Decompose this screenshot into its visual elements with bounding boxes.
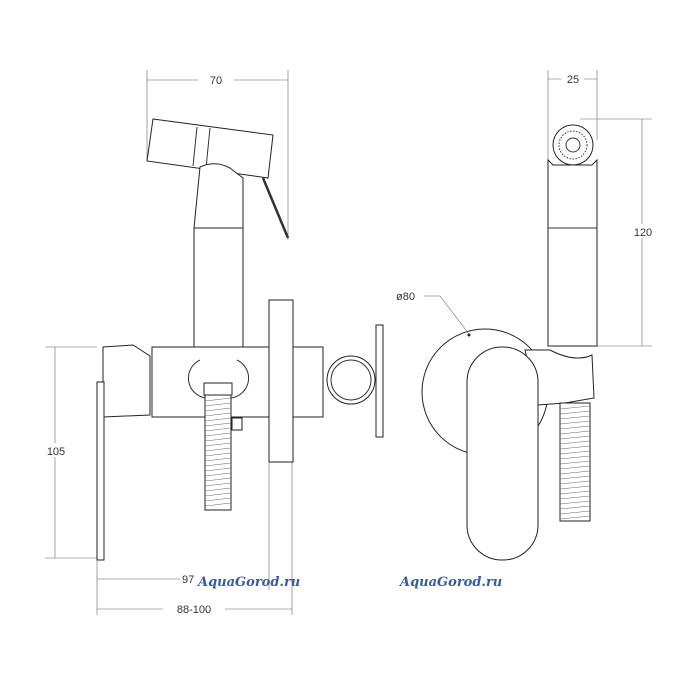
trigger-lever <box>261 177 290 239</box>
holder-front <box>524 349 595 406</box>
dim-97: 97 <box>182 574 194 586</box>
hose-ridge <box>204 402 232 407</box>
mixer-lever-front <box>466 346 539 561</box>
dim-120: 120 <box>634 227 652 239</box>
handle-neck <box>193 163 244 229</box>
dim-diameter-80: ø80 <box>396 291 415 303</box>
hose-ridge <box>204 447 232 452</box>
front-view <box>421 70 652 561</box>
hose-ridge <box>204 427 232 432</box>
watermark: AquaGorod.ru <box>196 575 300 590</box>
hose-ridge <box>204 497 232 502</box>
hose-ridge <box>559 470 591 475</box>
hose-ridge <box>559 500 591 505</box>
spray-head <box>146 118 274 179</box>
hose-ridge <box>204 462 232 467</box>
connection-ring <box>326 355 376 405</box>
hose-ridge <box>204 422 232 427</box>
hose-ridge <box>559 425 591 430</box>
hose-ridge <box>559 415 591 420</box>
hose-ridge <box>204 457 232 462</box>
hose-ridge <box>559 510 591 515</box>
hose-ridge <box>559 430 591 435</box>
side-view <box>45 70 384 615</box>
hose-ridge <box>559 465 591 470</box>
hose-ridge <box>559 485 591 490</box>
hose-ridge <box>559 495 591 500</box>
hose-ridge <box>559 490 591 495</box>
mixer-lever <box>102 344 151 418</box>
back-plate <box>375 324 384 438</box>
dim-70: 70 <box>210 75 222 87</box>
hose-ridge <box>204 472 232 477</box>
hose-ridge <box>559 505 591 510</box>
front-dimensions: 25 120 ø80 <box>396 71 656 346</box>
hose-ridge <box>204 432 232 437</box>
hose-ridge <box>559 440 591 445</box>
hose-ridge <box>204 502 232 507</box>
hose-ridge <box>204 467 232 472</box>
hose-ridge <box>204 442 232 447</box>
hose-ridge <box>559 480 591 485</box>
hose-ridge <box>204 412 232 417</box>
dim-25: 25 <box>567 74 579 86</box>
holder <box>187 359 207 399</box>
hose-ridge <box>559 445 591 450</box>
hose-ridge <box>559 450 591 455</box>
side-dimensions: 70 105 97 88-100 <box>45 72 292 616</box>
hose-ridge <box>204 452 232 457</box>
hose-ridge <box>204 407 232 412</box>
dim-105: 105 <box>47 446 65 458</box>
watermark: AquaGorod.ru <box>398 575 502 590</box>
hose-ridge <box>204 487 232 492</box>
hose-ridge <box>559 475 591 480</box>
hose-front <box>559 402 591 522</box>
wall-flange <box>268 299 294 463</box>
dim-88-100: 88-100 <box>177 604 211 616</box>
handle-tube <box>193 227 244 351</box>
lever-plate <box>96 381 105 561</box>
hose <box>204 394 232 511</box>
hose-ridge <box>559 435 591 440</box>
mixer-body <box>151 346 324 418</box>
hose-ridge <box>559 420 591 425</box>
hose-ridge <box>559 410 591 415</box>
hose-ridge <box>559 515 591 520</box>
hose-ridge <box>204 477 232 482</box>
hose-ridge <box>204 417 232 422</box>
handle-tube-front <box>547 158 598 347</box>
hose-ridge <box>204 482 232 487</box>
hose-ridge <box>559 455 591 460</box>
hose-ridge <box>204 397 232 402</box>
hose-ridge <box>559 405 591 410</box>
hose-ridge <box>559 460 591 465</box>
hose-ridge <box>204 437 232 442</box>
hose-ridge <box>204 492 232 497</box>
